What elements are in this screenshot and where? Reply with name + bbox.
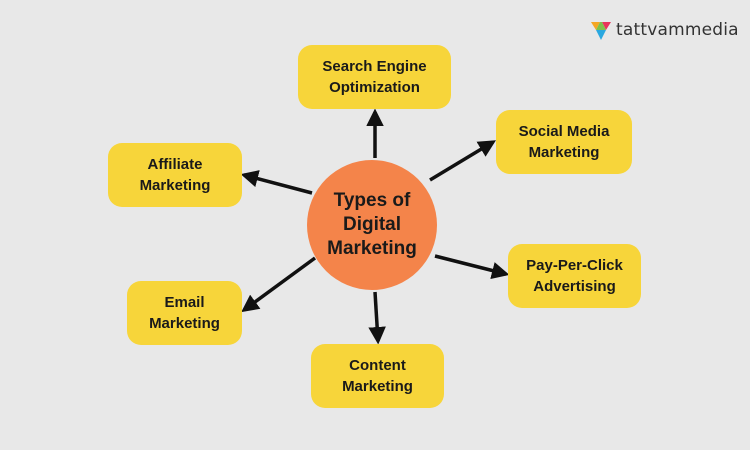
node-pay-per-click: Pay-Per-Click Advertising xyxy=(508,244,641,308)
node-smm-label: Social Media Marketing xyxy=(518,123,610,161)
node-affiliate-marketing: Affiliate Marketing xyxy=(108,143,242,207)
node-email-label: Email Marketing xyxy=(149,294,220,332)
node-affiliate-label: Affiliate Marketing xyxy=(139,156,211,194)
center-node: Types of Digital Marketing xyxy=(307,160,437,290)
node-seo-label: Search Engine Optimization xyxy=(322,58,427,96)
arrow-to-social-media xyxy=(429,140,496,182)
node-content-label: Content Marketing xyxy=(342,357,413,395)
arrow-to-ppc xyxy=(434,254,510,280)
node-email-marketing: Email Marketing xyxy=(127,281,242,345)
node-ppc-label: Pay-Per-Click Advertising xyxy=(526,257,623,295)
logo-text: tattvammedia xyxy=(616,20,739,40)
logo-mark-icon xyxy=(591,22,611,40)
arrow-to-email xyxy=(241,256,317,313)
center-label: Types of Digital Marketing xyxy=(327,190,417,259)
arrow-to-content xyxy=(368,291,386,345)
arrow-to-affiliate xyxy=(240,170,313,195)
node-seo: Search Engine Optimization xyxy=(298,45,451,109)
brand-logo: tattvammedia xyxy=(590,18,739,42)
node-social-media-marketing: Social Media Marketing xyxy=(496,110,632,174)
node-content-marketing: Content Marketing xyxy=(311,344,444,408)
